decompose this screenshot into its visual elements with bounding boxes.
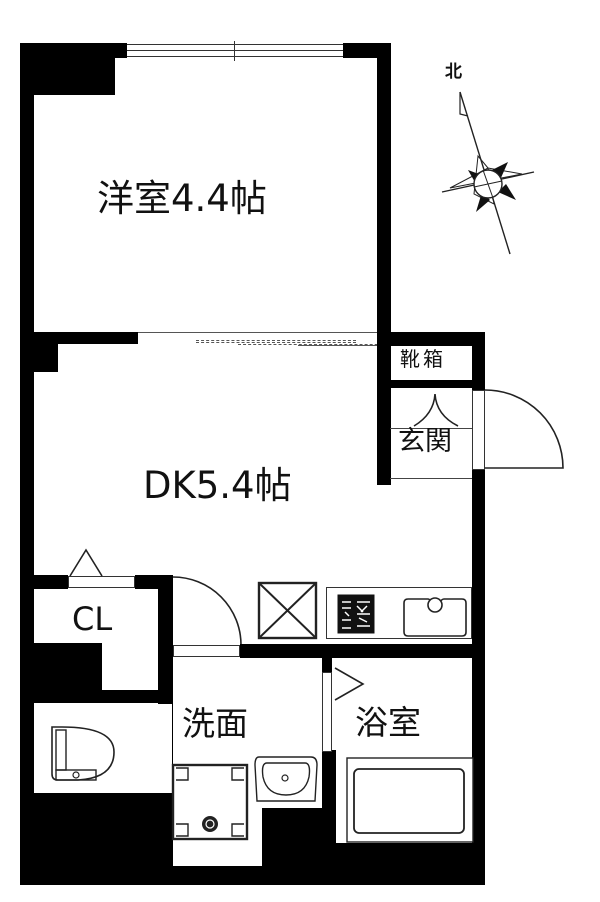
wall-entrance-top (377, 332, 485, 346)
wall-bath-left-lower (322, 750, 336, 870)
washroom-door-swing-icon (172, 576, 242, 646)
kitchen-sink-icon (403, 597, 467, 637)
toilet-icon (51, 726, 115, 781)
washbasin-icon (254, 756, 318, 802)
wall-entrance-right-lower (472, 470, 485, 882)
room-label-entrance: 玄関 (398, 426, 452, 457)
wall-left (20, 43, 34, 882)
toilet-area (34, 704, 172, 793)
wall-partition-corner (20, 332, 58, 372)
wall-kitchen-bottom (240, 644, 485, 658)
wall-right-upper (377, 43, 391, 485)
north-label: 北 (445, 62, 462, 82)
wall-shoebox-bottom (390, 380, 485, 388)
kitchen-counter (326, 587, 472, 639)
window-top (127, 41, 343, 61)
wall-toilet-top (20, 690, 172, 703)
room-label-dk: DK5.4帖 (143, 464, 292, 507)
room-label-shoebox: 靴箱 (400, 347, 446, 371)
closet-door (68, 576, 135, 588)
bath-door (322, 672, 332, 752)
refrigerator-space-icon (257, 581, 318, 640)
stove-icon (337, 594, 375, 634)
entrance-door-swing-icon (484, 389, 564, 469)
entrance-step-line (390, 428, 472, 429)
entrance-floor-line (390, 478, 472, 479)
wall-corner-block (20, 43, 115, 95)
wall-closet-top-left (20, 575, 68, 589)
washing-machine-pan-icon (171, 763, 249, 841)
wall-bath-left (322, 658, 332, 678)
sliding-door (138, 332, 398, 346)
entry-arrow-icon (413, 393, 459, 427)
closet-arrow-icon (69, 548, 103, 577)
room-label-closet: CL (72, 600, 113, 638)
compass-rose-icon (441, 91, 535, 255)
washroom-door-frame (173, 645, 240, 657)
room-label-washroom: 洗面 (182, 704, 248, 743)
room-label-bathroom: 浴室 (355, 703, 421, 742)
wall-bottom-mid (262, 808, 324, 868)
entrance-door-frame (472, 390, 485, 470)
bath-arrow-icon (334, 667, 365, 701)
wall-bath-bottom (336, 843, 485, 885)
room-label-western: 洋室4.4帖 (97, 177, 267, 220)
bathtub-icon (346, 757, 474, 843)
